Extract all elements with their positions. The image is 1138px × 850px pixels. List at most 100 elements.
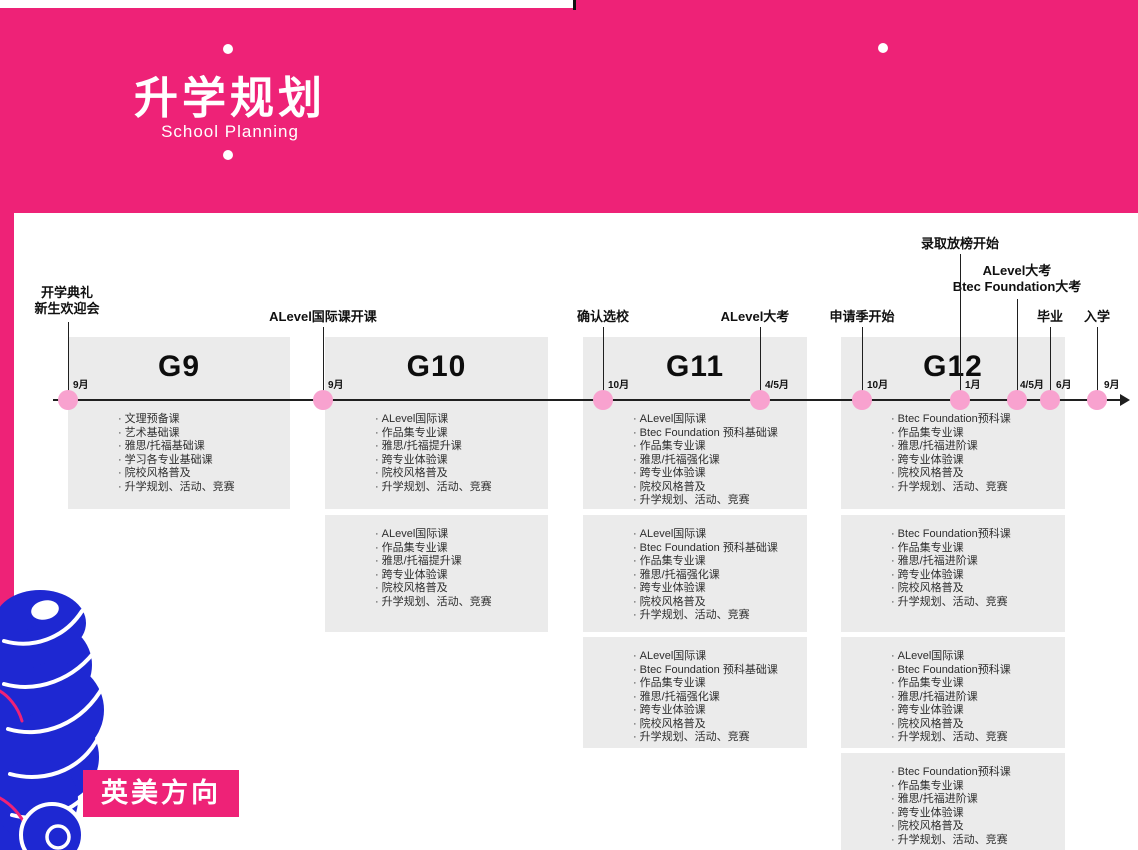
milestone-connector [1050, 327, 1051, 400]
course-item: ALevel国际课 [633, 413, 807, 427]
course-item: 院校风格普及 [891, 718, 1065, 732]
milestone-line-2: 新生欢迎会 [34, 301, 100, 316]
milestone-line-1: ALevel大考 [982, 263, 1052, 278]
course-item: 雅思/托福强化课 [633, 569, 807, 583]
course-item: 院校风格普及 [375, 467, 548, 481]
milestone-line-1: 开学典礼 [40, 285, 93, 300]
course-item: 跨专业体验课 [891, 569, 1065, 583]
milestone-line-1: ALevel国际课开课 [269, 309, 377, 324]
course-item: 院校风格普及 [633, 718, 807, 732]
course-item: 文理预备课 [118, 413, 290, 427]
course-item: 院校风格普及 [375, 582, 548, 596]
course-item: 升学规划、活动、竞赛 [633, 609, 807, 623]
milestone-line-1: ALevel大考 [720, 309, 790, 324]
month-label: 9月 [328, 380, 344, 391]
timeline-dot [950, 390, 970, 410]
course-item: 雅思/托福进阶课 [891, 555, 1065, 569]
milestone-connector [1017, 299, 1018, 400]
course-item: 跨专业体验课 [891, 454, 1065, 468]
course-item: 雅思/托福基础课 [118, 440, 290, 454]
milestone-label: ALevel大考 Btec Foundation大考 [917, 263, 1117, 295]
course-item: Btec Foundation预科课 [891, 528, 1065, 542]
course-item: 跨专业体验课 [891, 704, 1065, 718]
course-item: 院校风格普及 [891, 820, 1065, 834]
decorative-blue-shape [0, 590, 106, 850]
course-list: ALevel国际课 作品集专业课 雅思/托福提升课 跨专业体验课 院校风格普及 … [325, 413, 548, 494]
timeline-dot [1007, 390, 1027, 410]
course-list: Btec Foundation预科课 作品集专业课 雅思/托福进阶课 跨专业体验… [841, 515, 1065, 609]
course-item: 升学规划、活动、竞赛 [375, 481, 548, 495]
course-item: 院校风格普及 [891, 467, 1065, 481]
course-item: ALevel国际课 [375, 413, 548, 427]
course-item: 院校风格普及 [633, 596, 807, 610]
course-item: 作品集专业课 [375, 427, 548, 441]
course-item: Btec Foundation 预科基础课 [633, 427, 807, 441]
month-label: 9月 [73, 380, 89, 391]
course-item: 作品集专业课 [633, 677, 807, 691]
grade-g12-box-2: Btec Foundation预科课 作品集专业课 雅思/托福进阶课 跨专业体验… [841, 515, 1065, 632]
milestone-connector [960, 254, 961, 400]
course-item: 艺术基础课 [118, 427, 290, 441]
milestone-connector [603, 327, 604, 400]
course-item: 院校风格普及 [891, 582, 1065, 596]
course-item: 升学规划、活动、竞赛 [375, 596, 548, 610]
milestone-label: 开学典礼 新生欢迎会 [0, 285, 167, 317]
course-item: 雅思/托福强化课 [633, 691, 807, 705]
month-label: 1月 [965, 380, 981, 391]
course-item: Btec Foundation预科课 [891, 766, 1065, 780]
milestone-connector [68, 322, 69, 400]
decor-dot-icon [878, 43, 888, 53]
course-item: 作品集专业课 [633, 440, 807, 454]
page-subtitle: School Planning [161, 122, 299, 141]
milestone-line-1: 确认选校 [576, 309, 629, 324]
course-item: 升学规划、活动、竞赛 [891, 731, 1065, 745]
page-title: 升学规划 [134, 74, 326, 123]
course-item: 跨专业体验课 [633, 704, 807, 718]
course-list: ALevel国际课 Btec Foundation预科课 作品集专业课 雅思/托… [841, 637, 1065, 745]
timeline-arrowhead-icon [1120, 394, 1130, 406]
course-item: 升学规划、活动、竞赛 [118, 481, 290, 495]
course-list: Btec Foundation预科课 作品集专业课 雅思/托福进阶课 跨专业体验… [841, 413, 1065, 494]
grade-g12-title: G12 [923, 350, 983, 383]
course-item: 雅思/托福强化课 [633, 454, 807, 468]
milestone-connector [760, 327, 761, 400]
course-item: 雅思/托福进阶课 [891, 440, 1065, 454]
grade-g12-box-4: Btec Foundation预科课 作品集专业课 雅思/托福进阶课 跨专业体验… [841, 753, 1065, 850]
milestone-line-2: Btec Foundation大考 [952, 279, 1082, 294]
course-item: 雅思/托福提升课 [375, 440, 548, 454]
course-list: ALevel国际课 Btec Foundation 预科基础课 作品集专业课 雅… [583, 413, 807, 508]
course-item: 升学规划、活动、竞赛 [891, 481, 1065, 495]
course-item: 院校风格普及 [118, 467, 290, 481]
course-item: 升学规划、活动、竞赛 [633, 731, 807, 745]
grade-g9-title: G9 [157, 350, 201, 383]
timeline-dot [1087, 390, 1107, 410]
course-item: 作品集专业课 [891, 677, 1065, 691]
course-item: 学习各专业基础课 [118, 454, 290, 468]
milestone-label: ALevel大考 [655, 309, 855, 325]
timeline-axis [53, 399, 1122, 401]
course-item: 升学规划、活动、竞赛 [891, 834, 1065, 848]
course-item: 作品集专业课 [891, 542, 1065, 556]
direction-badge: 英美方向 [83, 770, 239, 817]
course-item: 院校风格普及 [633, 481, 807, 495]
milestone-line-1: 录取放榜开始 [920, 236, 999, 251]
milestone-line-1: 入学 [1083, 309, 1110, 324]
course-item: 雅思/托福进阶课 [891, 691, 1065, 705]
course-item: 跨专业体验课 [891, 807, 1065, 821]
month-label: 9月 [1104, 380, 1120, 391]
milestone-label: 录取放榜开始 [860, 236, 1060, 252]
course-item: Btec Foundation 预科基础课 [633, 542, 807, 556]
course-item: 跨专业体验课 [633, 467, 807, 481]
decor-dot-icon [223, 150, 233, 160]
course-list: ALevel国际课 作品集专业课 雅思/托福提升课 跨专业体验课 院校风格普及 … [325, 515, 548, 609]
course-item: 跨专业体验课 [375, 454, 548, 468]
course-item: 作品集专业课 [891, 427, 1065, 441]
grade-g11-box-3: ALevel国际课 Btec Foundation 预科基础课 作品集专业课 雅… [583, 637, 807, 748]
course-item: 雅思/托福进阶课 [891, 793, 1065, 807]
course-item: ALevel国际课 [633, 528, 807, 542]
milestone-label: 入学 [997, 309, 1138, 325]
grade-g11-title: G11 [665, 350, 725, 383]
course-list: ALevel国际课 Btec Foundation 预科基础课 作品集专业课 雅… [583, 515, 807, 623]
milestone-label: 申请季开始 [762, 309, 962, 325]
header-banner: 升学规划 School Planning [0, 0, 1138, 213]
